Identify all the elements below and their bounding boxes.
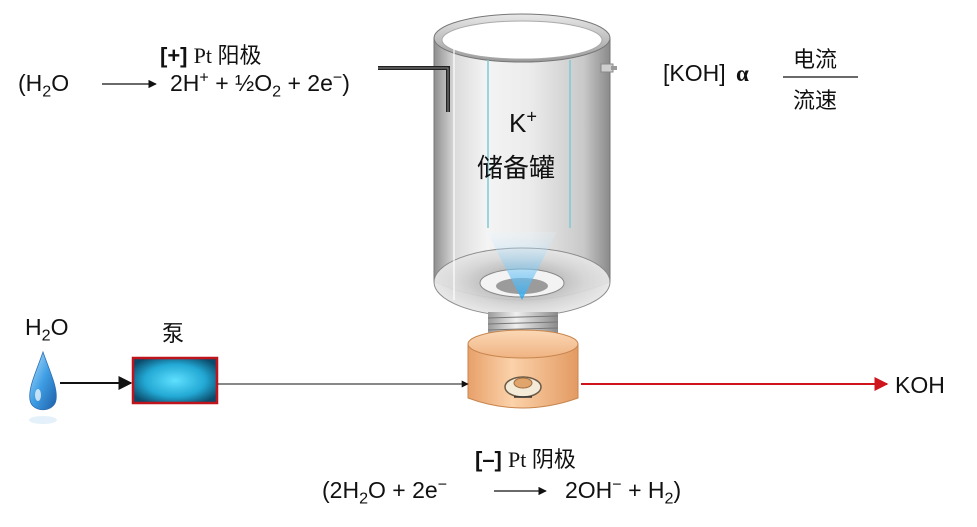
tank-ion-label: K+ [509,106,537,138]
koh-relation: [KOH] α [663,60,749,87]
anode-polarity: [+] [160,43,188,68]
side-fitting [600,63,617,73]
cathode-name: Pt 阴极 [508,447,576,472]
water-input-label: H2O [25,314,69,345]
flow-cone [487,232,557,300]
cathode-polarity: [–] [475,447,502,472]
cathode-products: 2OH− + H2) [565,475,682,508]
anode-label: [+] Pt 阳极 [160,38,261,70]
proportional-symbol: α [736,61,749,86]
water-drop-icon [29,350,57,424]
anode-name: Pt 阳极 [193,43,262,68]
anode-products: 2H+ + ½O2 + 2e−) [170,68,350,101]
anode-reactant: (H2O [18,70,70,101]
koh-output-label: KOH [895,372,945,398]
pump [131,356,219,405]
fraction-denominator: 流速 [793,88,838,113]
electrolysis-cell [467,329,579,409]
pump-label: 泵 [162,321,185,346]
tank-label: 储备罐 [477,153,556,183]
cathode-label: [–] Pt 阴极 [475,442,576,474]
koh-concentration: [KOH] [663,60,726,86]
cathode-reactant: (2H2O + 2e− [322,475,448,508]
fraction-numerator: 电流 [793,47,838,72]
